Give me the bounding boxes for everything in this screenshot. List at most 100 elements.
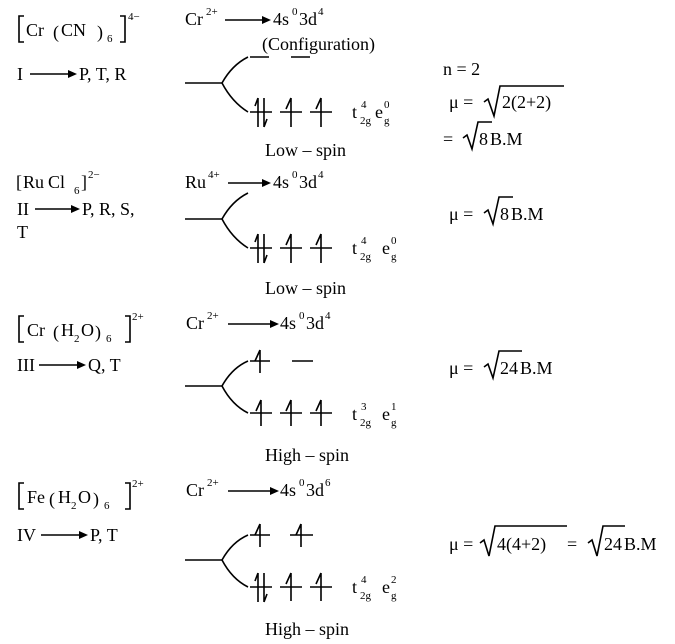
moment-prefix: μ = bbox=[449, 358, 473, 378]
complex-formula: [ Ru Cl 6 ] 2− bbox=[16, 169, 100, 197]
ion-configuration: Cr 2+ 4s 0 3d 4 bbox=[186, 310, 331, 333]
eg-label: e bbox=[382, 238, 390, 258]
moment-radicand: 8 bbox=[500, 204, 509, 224]
paren-open: ( bbox=[53, 22, 59, 43]
d-orbital-label: 3d bbox=[299, 172, 317, 192]
arrow-head bbox=[71, 205, 80, 213]
t2g-subscript: 2g bbox=[360, 115, 372, 127]
electron-up-arrow bbox=[254, 572, 259, 602]
property-options: P, T, R bbox=[79, 64, 126, 84]
metal-symbol: Cr bbox=[27, 320, 45, 340]
electron-up-arrow bbox=[315, 97, 322, 127]
ion-charge: 2+ bbox=[207, 477, 219, 489]
moment-prefix: μ = bbox=[449, 204, 473, 224]
arrow-head bbox=[79, 531, 88, 539]
electron-down-arrow bbox=[263, 234, 268, 264]
t2g-label: t bbox=[352, 577, 357, 597]
splitting-diagram: t 4 2g e 2 g bbox=[185, 523, 397, 603]
d-orbital-label: 3d bbox=[306, 480, 324, 500]
ligand-count: 6 bbox=[74, 185, 80, 197]
electron-up-arrow bbox=[285, 399, 292, 426]
assignment-row: III Q, T bbox=[17, 355, 121, 375]
eg-subscript: g bbox=[391, 590, 397, 602]
t2g-electron-count: 3 bbox=[361, 401, 367, 413]
sqrt-symbol bbox=[587, 525, 625, 557]
s-orbital-label: 4s bbox=[273, 9, 289, 29]
s-electron-count: 0 bbox=[299, 477, 305, 489]
t2g-subscript: 2g bbox=[360, 251, 372, 263]
moment-radicand: 24 bbox=[500, 358, 518, 378]
electron-down-arrow bbox=[263, 98, 268, 128]
s-orbital-label: 4s bbox=[273, 172, 289, 192]
eg-subscript: g bbox=[391, 251, 397, 263]
ligand-formula-end: O bbox=[78, 487, 91, 507]
metal-symbol: Ru bbox=[23, 172, 44, 192]
t2g-label: t bbox=[352, 404, 357, 424]
electron-up-arrow bbox=[315, 572, 322, 601]
eg-branch bbox=[221, 56, 249, 84]
assignment-row: I P, T, R bbox=[17, 64, 126, 84]
moment-radicand: 4(4+2) bbox=[497, 534, 546, 555]
magnetic-moment: n = 2 μ = 2(2+2) = 8 B.M bbox=[443, 59, 564, 152]
ligand-formula-end: O bbox=[81, 320, 94, 340]
t2g-label: t bbox=[352, 102, 357, 122]
ligand-formula: CN bbox=[61, 20, 86, 40]
moment-prefix: μ = bbox=[449, 534, 473, 554]
electron-up-arrow bbox=[255, 399, 262, 426]
eg-branch bbox=[221, 534, 249, 561]
moment-radicand: 8 bbox=[479, 129, 488, 149]
eg-label: e bbox=[382, 577, 390, 597]
electron-up-arrow bbox=[254, 233, 259, 263]
eg-electron-count: 0 bbox=[384, 99, 390, 111]
sqrt-symbol bbox=[483, 350, 522, 381]
moment-radicand: 24 bbox=[604, 534, 622, 554]
eg-electron-count: 2 bbox=[391, 574, 397, 586]
spin-state-label: Low – spin bbox=[265, 278, 346, 298]
electron-down-arrow bbox=[263, 573, 268, 603]
complex-formula: Cr ( H 2 O ) 6 2+ bbox=[18, 311, 144, 345]
paren-open: ( bbox=[53, 322, 59, 343]
ligand-count: 6 bbox=[106, 333, 112, 345]
t2g-subscript: 2g bbox=[360, 590, 372, 602]
complex-block-2: [ Ru Cl 6 ] 2− II P, R, S, T Ru 4+ 4s 0 … bbox=[16, 169, 544, 298]
ion-symbol: Cr bbox=[185, 9, 203, 29]
complex-charge: 2+ bbox=[132, 311, 144, 323]
electron-up-arrow bbox=[254, 523, 261, 547]
paren-close: ) bbox=[93, 489, 99, 510]
property-options: Q, T bbox=[88, 355, 121, 375]
moment-equals: = bbox=[567, 534, 577, 554]
ion-charge: 2+ bbox=[206, 6, 218, 18]
moment-unit: B.M bbox=[520, 358, 553, 378]
electron-up-arrow bbox=[254, 97, 259, 127]
electron-up-arrow bbox=[285, 233, 292, 263]
d-electron-count: 4 bbox=[318, 169, 324, 181]
spin-state-label: Low – spin bbox=[265, 140, 346, 160]
assignment-row: II P, R, S, T bbox=[17, 199, 135, 242]
property-options-continued: T bbox=[17, 222, 28, 242]
complex-formula: Cr ( CN ) 6 4− bbox=[18, 11, 140, 45]
ion-configuration: Cr 2+ 4s 0 3d 6 bbox=[186, 477, 331, 500]
moment-equals: = bbox=[443, 129, 453, 149]
t2g-electron-count: 4 bbox=[361, 235, 367, 247]
electron-up-arrow bbox=[285, 97, 292, 127]
ion-charge: 4+ bbox=[208, 169, 220, 181]
property-options: P, T bbox=[90, 525, 118, 545]
paren-close: ) bbox=[97, 22, 103, 43]
t2g-label: t bbox=[352, 238, 357, 258]
complex-block-3: Cr ( H 2 O ) 6 2+ III Q, T Cr 2+ 4s 0 3d… bbox=[17, 310, 553, 465]
moment-unit: B.M bbox=[511, 204, 544, 224]
electron-up-arrow bbox=[285, 572, 292, 601]
arrow-head bbox=[77, 361, 86, 369]
s-electron-count: 0 bbox=[299, 310, 305, 322]
ligand-formula: Cl bbox=[48, 172, 65, 192]
electron-up-arrow bbox=[254, 349, 261, 373]
sqrt-symbol bbox=[483, 196, 513, 227]
magnetic-moment: μ = 8 B.M bbox=[449, 196, 544, 227]
d-orbital-label: 3d bbox=[306, 313, 324, 333]
metal-symbol: Cr bbox=[26, 20, 44, 40]
moment-prefix: μ = bbox=[449, 92, 473, 112]
complex-charge: 4− bbox=[128, 11, 140, 23]
ion-configuration: Ru 4+ 4s 0 3d 4 bbox=[185, 169, 324, 192]
paren-close: ) bbox=[95, 322, 101, 343]
